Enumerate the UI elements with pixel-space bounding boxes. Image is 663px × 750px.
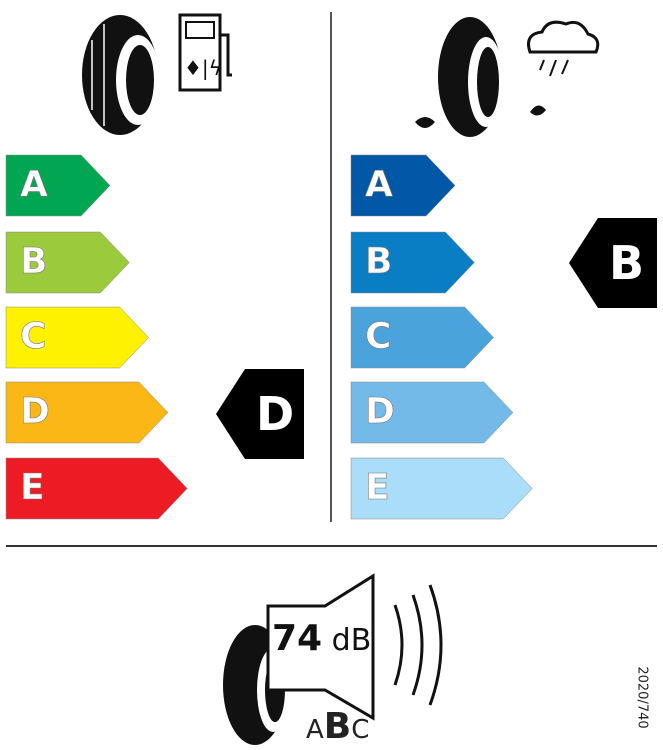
wet-tyre-icon xyxy=(415,17,600,137)
class-letter: C xyxy=(20,316,47,358)
noise-icon xyxy=(223,573,443,745)
class-letter: C xyxy=(365,316,392,358)
noise-class-a: A xyxy=(306,715,324,745)
noise-db-number: 74 xyxy=(272,618,323,659)
class-letter: B xyxy=(20,241,48,283)
noise-class-b: B xyxy=(323,706,352,747)
noise-unit: dB xyxy=(331,623,372,658)
class-letter: A xyxy=(365,164,393,206)
sound-waves-icon xyxy=(393,584,443,706)
divider-vertical xyxy=(330,12,332,522)
noise-value: 74 dB xyxy=(272,618,371,659)
fuel-tyre-icon: ♦|ϟ xyxy=(82,13,232,135)
class-letter: B xyxy=(365,241,393,283)
regulation-number: 2020/740 xyxy=(634,666,650,729)
class-letter: A xyxy=(20,164,48,206)
speaker-icon xyxy=(266,573,375,721)
fuel-rating-pointer: D xyxy=(216,369,304,459)
class-letter: E xyxy=(20,467,45,509)
wet-rating-label: B xyxy=(609,236,645,290)
class-letter: D xyxy=(365,391,395,433)
fuel-rating-label: D xyxy=(256,387,295,441)
divider-horizontal xyxy=(6,545,657,547)
class-letter: D xyxy=(20,391,50,433)
wet-rating-pointer: B xyxy=(569,218,657,308)
noise-class: ABC xyxy=(306,706,369,747)
class-letter: E xyxy=(365,467,390,509)
svg-text:♦|ϟ: ♦|ϟ xyxy=(184,56,222,80)
rain-cloud-icon xyxy=(527,20,600,54)
noise-class-c: C xyxy=(351,715,370,745)
